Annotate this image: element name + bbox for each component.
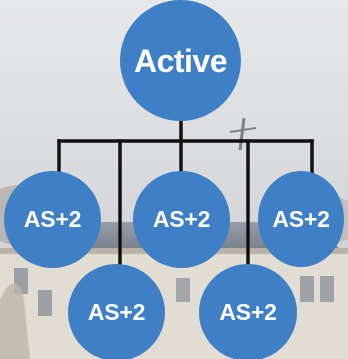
child-node-label: AS+2	[152, 206, 211, 232]
child-node-3: AS+2	[258, 171, 344, 267]
root-node-label: Active	[133, 42, 228, 79]
child-node-5: AS+2	[199, 264, 297, 359]
child-node-label: AS+2	[219, 299, 277, 325]
child-node-label: AS+2	[272, 205, 330, 232]
child-node-label: AS+2	[87, 299, 146, 325]
root-node: Active	[120, 0, 241, 121]
child-node-label: AS+2	[23, 206, 82, 232]
child-node-4: AS+2	[68, 264, 165, 359]
child-node-1: AS+2	[4, 171, 101, 268]
child-node-2: AS+2	[133, 171, 230, 268]
